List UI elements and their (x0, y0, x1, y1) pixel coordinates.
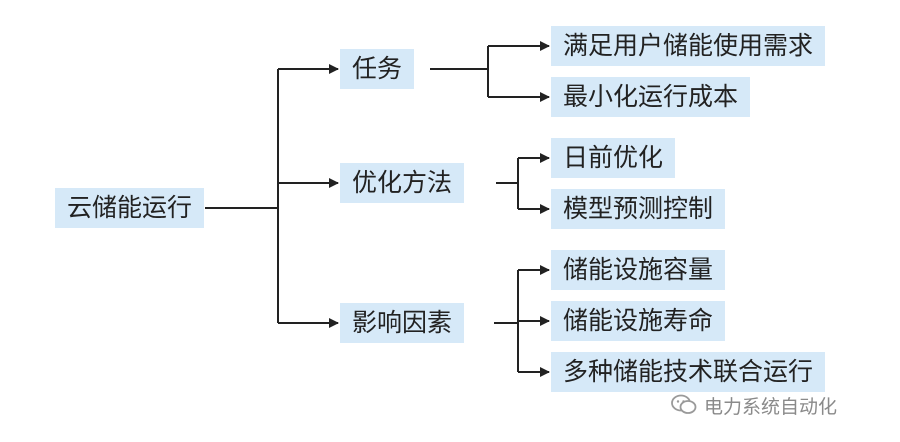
branch-node-optimization-method: 优化方法 (340, 163, 465, 203)
leaf-node-mpc: 模型预测控制 (551, 189, 726, 229)
root-node: 云储能运行 (55, 188, 205, 228)
watermark: 电力系统自动化 (670, 392, 837, 418)
leaf-node-min-cost: 最小化运行成本 (551, 77, 751, 117)
leaf-node-day-ahead: 日前优化 (551, 138, 676, 178)
leaf-node-user-demand: 满足用户储能使用需求 (551, 26, 826, 66)
watermark-text: 电力系统自动化 (704, 395, 838, 418)
leaf-node-storage-lifetime: 储能设施寿命 (551, 301, 726, 341)
wechat-icon (670, 393, 698, 417)
branch-node-task: 任务 (340, 49, 415, 89)
leaf-node-joint-operation: 多种储能技术联合运行 (551, 352, 826, 392)
branch-node-influencing-factors: 影响因素 (340, 303, 465, 343)
leaf-node-storage-capacity: 储能设施容量 (551, 250, 726, 290)
